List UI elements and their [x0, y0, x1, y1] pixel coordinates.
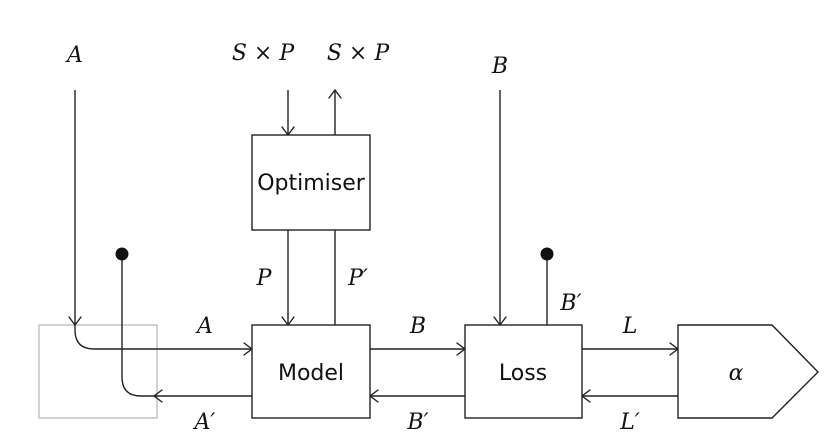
label-sxp-in: S × P [232, 41, 295, 66]
loss-label: Loss [499, 361, 547, 386]
label-a-forward: A [195, 314, 213, 339]
model-label: Model [278, 361, 344, 386]
label-b-prime-up: B′ [559, 291, 581, 316]
wire-a-prime-output [121, 254, 252, 397]
label-l-forward: L [622, 314, 638, 339]
terminal-dot-a [115, 247, 129, 261]
alpha-label: α [729, 361, 744, 386]
arrowhead-sxp-out [328, 88, 342, 99]
terminal-dot-b [540, 247, 554, 261]
label-b-forward: B [409, 314, 426, 339]
arrowhead-a-down [68, 316, 82, 327]
label-a-back: A′ [193, 410, 216, 435]
alpha-box [677, 324, 819, 419]
label-b-back: B′ [406, 410, 428, 435]
optimiser-box [251, 134, 371, 231]
loss-box [464, 324, 583, 419]
label-top-a: A [65, 43, 83, 68]
wire-a-input [74, 90, 252, 350]
label-p: P [256, 266, 273, 291]
label-l-back: L′ [619, 410, 640, 435]
optimiser-label: Optimiser [257, 171, 366, 196]
label-sxp-out: S × P [327, 41, 390, 66]
label-top-b: B [491, 54, 508, 79]
ghost-box [38, 324, 158, 419]
label-p-prime: P′ [347, 266, 368, 291]
model-box [251, 324, 371, 419]
arrowhead-a-prime-left [152, 389, 163, 403]
